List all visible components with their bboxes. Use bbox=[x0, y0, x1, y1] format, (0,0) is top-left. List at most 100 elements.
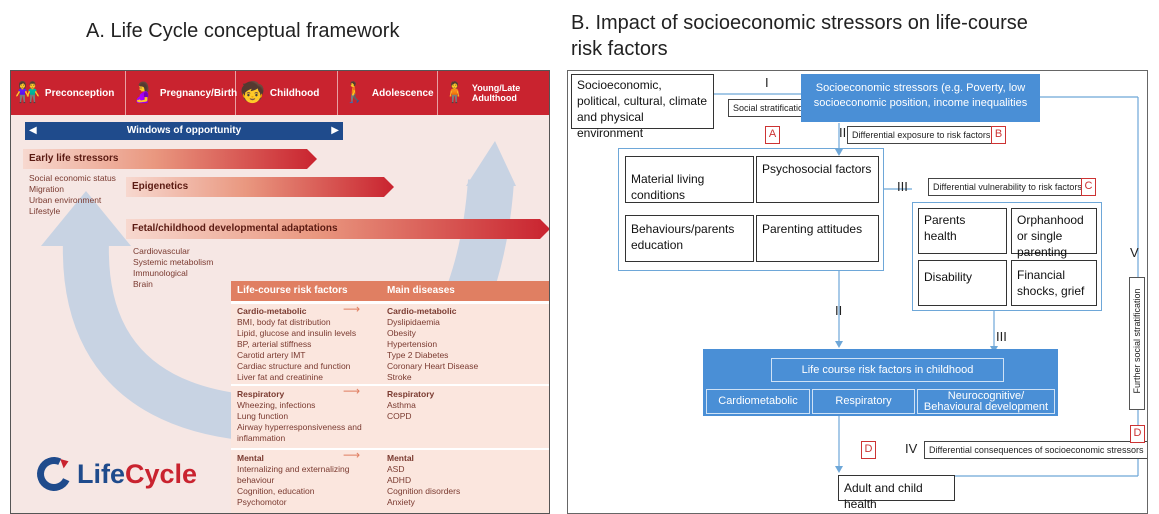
adult-icon: 🧍 bbox=[442, 82, 467, 104]
risk-exposure-group bbox=[618, 148, 884, 271]
couple-icon: 👫 bbox=[15, 82, 40, 104]
childhood-risk-factors-title: Life course risk factors in childhood bbox=[771, 358, 1004, 382]
stage-label: Adolescence bbox=[371, 87, 434, 99]
factor-list: Mental Internalizing and externalizing b… bbox=[237, 453, 377, 508]
list-item: Type 2 Diabetes bbox=[387, 350, 449, 360]
letter-b: B bbox=[991, 126, 1006, 144]
respiratory-section: Respiratory Wheezing, infections Lung fu… bbox=[231, 385, 549, 448]
socioeconomic-stressors-panel: Socioeconomic, political, cultural, clim… bbox=[567, 70, 1148, 514]
list-item: BP, arterial stiffness bbox=[237, 339, 312, 349]
letter-d-lower: D bbox=[861, 441, 876, 459]
risk-respiratory: Respiratory bbox=[812, 389, 915, 414]
list-item: Airway hyperresponsiveness and inflammat… bbox=[237, 422, 362, 443]
list-item: Immunological bbox=[133, 268, 188, 278]
vulnerability-parents-health: Parents health bbox=[918, 208, 1007, 254]
cardiometabolic-section: Cardio-metabolic BMI, body fat distribut… bbox=[231, 303, 549, 384]
panel-a-title: A. Life Cycle conceptual framework bbox=[86, 20, 400, 42]
list-item: BMI, body fat distribution bbox=[237, 317, 331, 327]
list-item: Hypertension bbox=[387, 339, 438, 349]
list-item: Psychomotor bbox=[237, 497, 287, 507]
life-cycle-framework-panel: 👫 Preconception 🤰 Pregnancy/Birth 🧒 Childho… bbox=[10, 70, 550, 514]
pathway-iii-label: III bbox=[897, 179, 908, 194]
differential-consequences-label: Differential consequences of socioeconom… bbox=[924, 441, 1147, 459]
further-stratification-label: Further social stratification bbox=[1132, 288, 1142, 394]
list-item: Internalizing and externalizing behaviou… bbox=[237, 464, 350, 485]
further-stratification-box: Further social stratification bbox=[1129, 277, 1145, 410]
fetal-adaptations-arrow: Fetal/childhood developmental adaptation… bbox=[126, 219, 550, 239]
list-item: ASD bbox=[387, 464, 405, 474]
windows-label: Windows of opportunity bbox=[126, 125, 242, 136]
epigenetics-arrow: Epigenetics bbox=[126, 177, 394, 197]
stage-label: Preconception bbox=[44, 87, 115, 99]
list-item: Cardiac structure and function bbox=[237, 361, 351, 371]
social-stratification-label: Social stratification bbox=[728, 99, 814, 117]
list-item: COPD bbox=[387, 411, 412, 421]
disease-list: Respiratory Asthma COPD bbox=[387, 389, 547, 422]
windows-of-opportunity-arrow: ◀ Windows of opportunity ▶ bbox=[25, 122, 343, 140]
list-item: Liver fat and creatinine bbox=[237, 372, 323, 382]
factor-behaviours: Behaviours/parents education bbox=[625, 215, 754, 262]
list-item: Cognition disorders bbox=[387, 486, 461, 496]
factor-material-living: Material living conditions bbox=[625, 156, 754, 203]
pathway-iii-label-lower: III bbox=[996, 329, 1007, 344]
fetal-adaptations-list: Cardiovascular Systemic metabolism Immun… bbox=[133, 246, 213, 290]
section-title: Cardio-metabolic bbox=[237, 306, 307, 316]
arrow-right-icon: ⟶ bbox=[343, 448, 361, 462]
disease-list: Mental ASD ADHD Cognition disorders Anxi… bbox=[387, 453, 547, 508]
risk-factor-table: Life-course risk factors Main diseases C… bbox=[231, 281, 549, 513]
list-item: Lifestyle bbox=[29, 206, 61, 216]
early-life-stressors-arrow: Early life stressors bbox=[23, 149, 317, 169]
vulnerability-orphanhood: Orphanhood or single parenting bbox=[1011, 208, 1097, 259]
list-item: Carotid artery IMT bbox=[237, 350, 306, 360]
arrow-right-icon: ⟶ bbox=[343, 302, 361, 316]
pathway-i-label: I bbox=[765, 75, 769, 90]
stage-adulthood: 🧍Young/Late Adulthood bbox=[438, 71, 549, 115]
life-stage-bar bbox=[11, 71, 549, 115]
section-title: Mental bbox=[237, 453, 264, 463]
early-stressors-list: Social economic status Migration Urban e… bbox=[29, 173, 116, 217]
pathway-ii-label: II bbox=[839, 125, 847, 140]
list-item: Coronary Heart Disease bbox=[387, 361, 479, 371]
stage-childhood: 🧒 Childhood bbox=[236, 71, 338, 115]
arrow-right-icon: ⟶ bbox=[343, 384, 361, 398]
list-item: Asthma bbox=[387, 400, 416, 410]
disease-list: Cardio-metabolic Dyslipidaemia Obesity H… bbox=[387, 306, 547, 383]
risk-factors-header: Life-course risk factors bbox=[231, 281, 381, 301]
list-item: Systemic metabolism bbox=[133, 257, 214, 267]
list-item: Lung function bbox=[237, 411, 289, 421]
stage-label: Childhood bbox=[269, 87, 320, 99]
mental-section: Mental Internalizing and externalizing b… bbox=[231, 448, 549, 513]
pregnant-woman-icon: 🤰 bbox=[130, 82, 155, 104]
vulnerability-group bbox=[912, 202, 1102, 311]
section-title: Cardio-metabolic bbox=[387, 306, 457, 316]
list-item: Lipid, glucose and insulin levels bbox=[237, 328, 357, 338]
list-item: Migration bbox=[29, 184, 64, 194]
section-title: Mental bbox=[387, 453, 414, 463]
list-item: ADHD bbox=[387, 475, 412, 485]
crawling-baby-icon: 🧒 bbox=[240, 82, 265, 104]
factor-list: Respiratory Wheezing, infections Lung fu… bbox=[237, 389, 377, 444]
section-title: Respiratory bbox=[387, 389, 435, 399]
letter-a: A bbox=[765, 126, 780, 144]
list-item: Social economic status bbox=[29, 173, 116, 183]
factor-list: Cardio-metabolic BMI, body fat distribut… bbox=[237, 306, 377, 383]
outcome-box: Adult and child health bbox=[838, 475, 955, 511]
arrow-right-icon: ▶ bbox=[331, 125, 339, 136]
logo-part-cycle: Cycle bbox=[125, 459, 198, 489]
vulnerability-disability: Disability bbox=[918, 260, 1007, 306]
list-item: Cardiovascular bbox=[133, 246, 190, 256]
pathway-v-label: V bbox=[1130, 245, 1139, 260]
list-item: Cognition, education bbox=[237, 486, 315, 496]
main-diseases-header: Main diseases bbox=[381, 281, 549, 301]
logo-part-life: Life bbox=[77, 459, 126, 489]
differential-vulnerability-label: Differential vulnerability to risk facto… bbox=[928, 178, 1087, 196]
section-title: Respiratory bbox=[237, 389, 285, 399]
pathway-iv-label: IV bbox=[905, 441, 918, 456]
stage-adolescence: 🚶Adolescence bbox=[338, 71, 438, 115]
stage-label: Young/Late Adulthood bbox=[471, 83, 521, 103]
list-item: Dyslipidaemia bbox=[387, 317, 440, 327]
letter-c: C bbox=[1081, 178, 1096, 196]
socioeconomic-stressors-box: Socioeconomic stressors (e.g. Poverty, l… bbox=[801, 74, 1040, 122]
stage-label: Pregnancy/Birth bbox=[159, 87, 238, 99]
risk-neurocognitive: Neurocognitive/ Behavioural development bbox=[917, 389, 1055, 414]
